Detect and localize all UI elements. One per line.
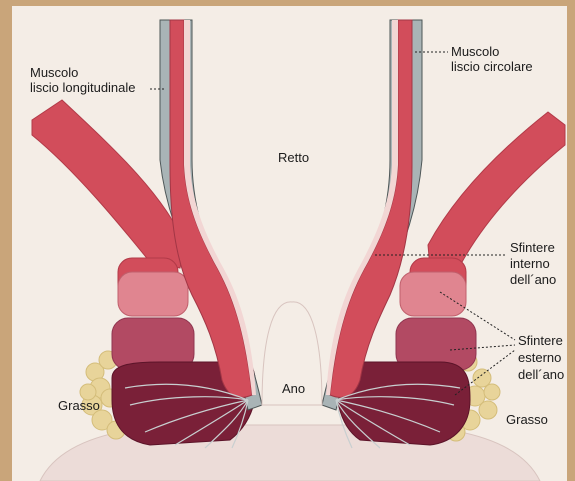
label-internal-sphincter: Sfintere interno dell´ano bbox=[510, 240, 558, 287]
label-fat-left: Grasso bbox=[58, 398, 100, 413]
label-rectum: Retto bbox=[278, 150, 309, 165]
external-sphincter-right-upper bbox=[400, 272, 466, 316]
label-anus: Ano bbox=[282, 381, 305, 396]
external-sphincter-left-upper bbox=[118, 272, 188, 316]
label-fat-right: Grasso bbox=[506, 412, 548, 427]
left-border bbox=[0, 0, 12, 481]
label-external-sphincter: Sfintere esterno dell´ano bbox=[518, 333, 566, 382]
